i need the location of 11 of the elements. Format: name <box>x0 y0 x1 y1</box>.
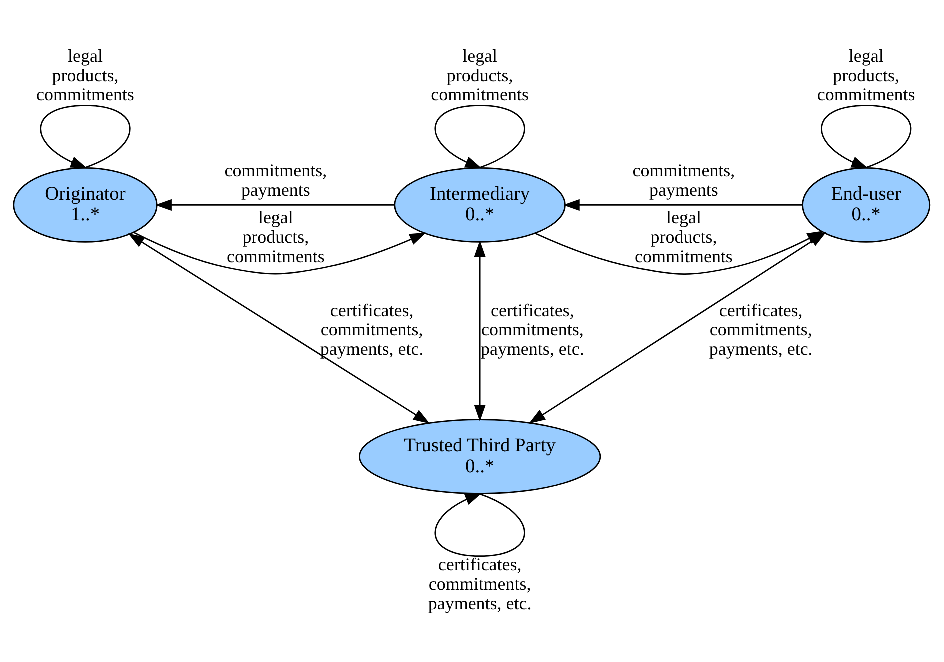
edge-label: legal products, commitments <box>431 46 530 105</box>
edge-label: commitments, payments <box>632 160 736 200</box>
edge-label: certificates, commitments, payments, etc. <box>320 300 424 360</box>
edge-label: legal products, commitments <box>635 208 733 267</box>
edge-label: certificates, commitments, payments, etc. <box>480 300 584 360</box>
edge-label: legal products, commitments <box>817 46 916 105</box>
edge-label: commitments, payments <box>224 160 328 200</box>
edge-label: certificates, commitments, payments, etc. <box>709 300 813 360</box>
edge-label: legal products, commitments <box>226 208 325 267</box>
edge-label: certificates, commitments, payments, etc. <box>428 554 532 614</box>
edge-label: legal products, commitments <box>36 46 134 105</box>
